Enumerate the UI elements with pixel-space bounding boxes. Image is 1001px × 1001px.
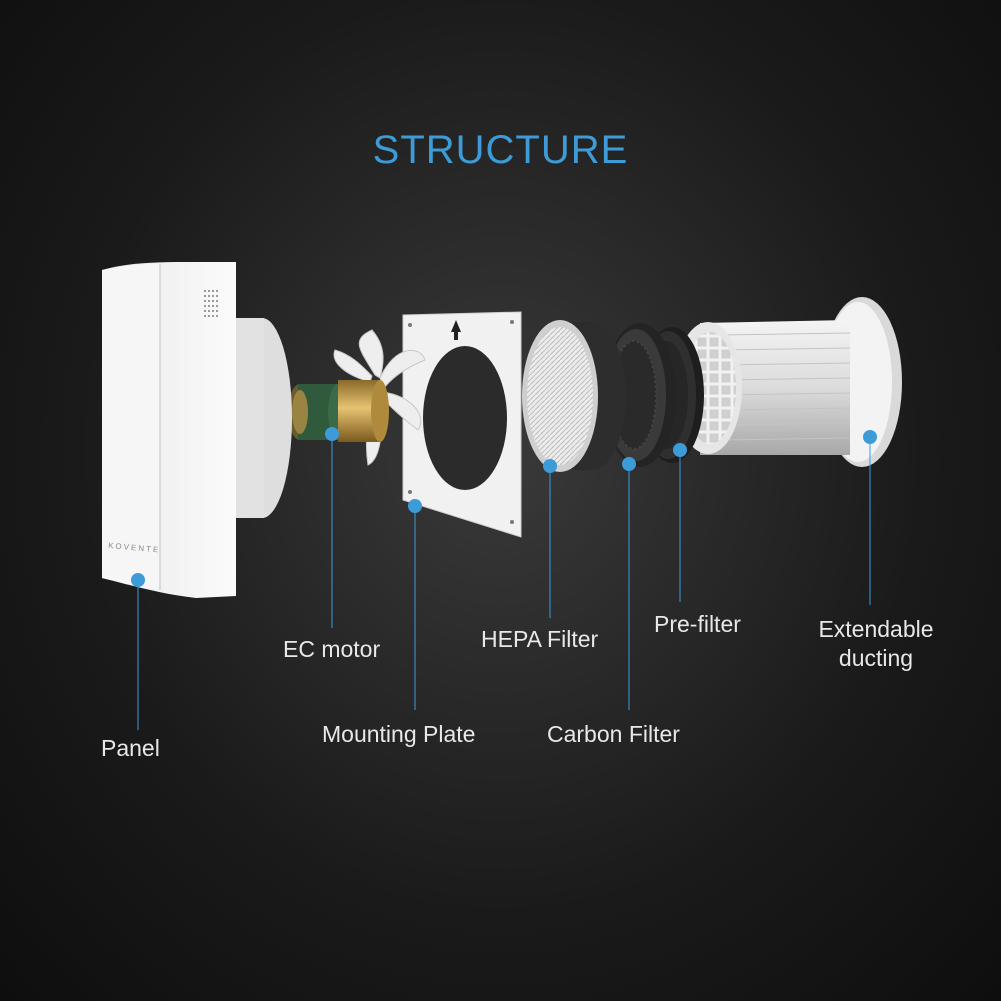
ec-motor-part (288, 380, 389, 442)
extendable-ducting-label-line2: ducting (838, 645, 914, 671)
extendable-ducting-label: Extendable ducting (806, 615, 946, 673)
mounting-plate-label: Mounting Plate (322, 721, 476, 747)
carbon-filter-marker (622, 457, 636, 471)
hepa-filter-part (522, 320, 626, 472)
pre-filter-marker (673, 443, 687, 457)
hepa-filter-label: HEPA Filter (481, 626, 599, 652)
marker-dots (131, 427, 877, 587)
pre-filter-label: Pre-filter (654, 611, 741, 637)
panel-label: Panel (101, 735, 160, 761)
extendable-ducting-label-line1: Extendable (818, 616, 934, 642)
ec-motor-marker (325, 427, 339, 441)
carbon-filter-label: Carbon Filter (547, 721, 680, 747)
diagram-title: STRUCTURE (372, 128, 629, 172)
ec-motor-label: EC motor (283, 636, 381, 662)
panel-part: KOVENTE (102, 262, 292, 598)
mounting-plate-marker (408, 499, 422, 513)
mounting-plate-part (402, 311, 522, 538)
leader-lines (137, 434, 871, 730)
hepa-filter-marker (543, 459, 557, 473)
panel-marker (131, 573, 145, 587)
extendable-ducting-marker (863, 430, 877, 444)
